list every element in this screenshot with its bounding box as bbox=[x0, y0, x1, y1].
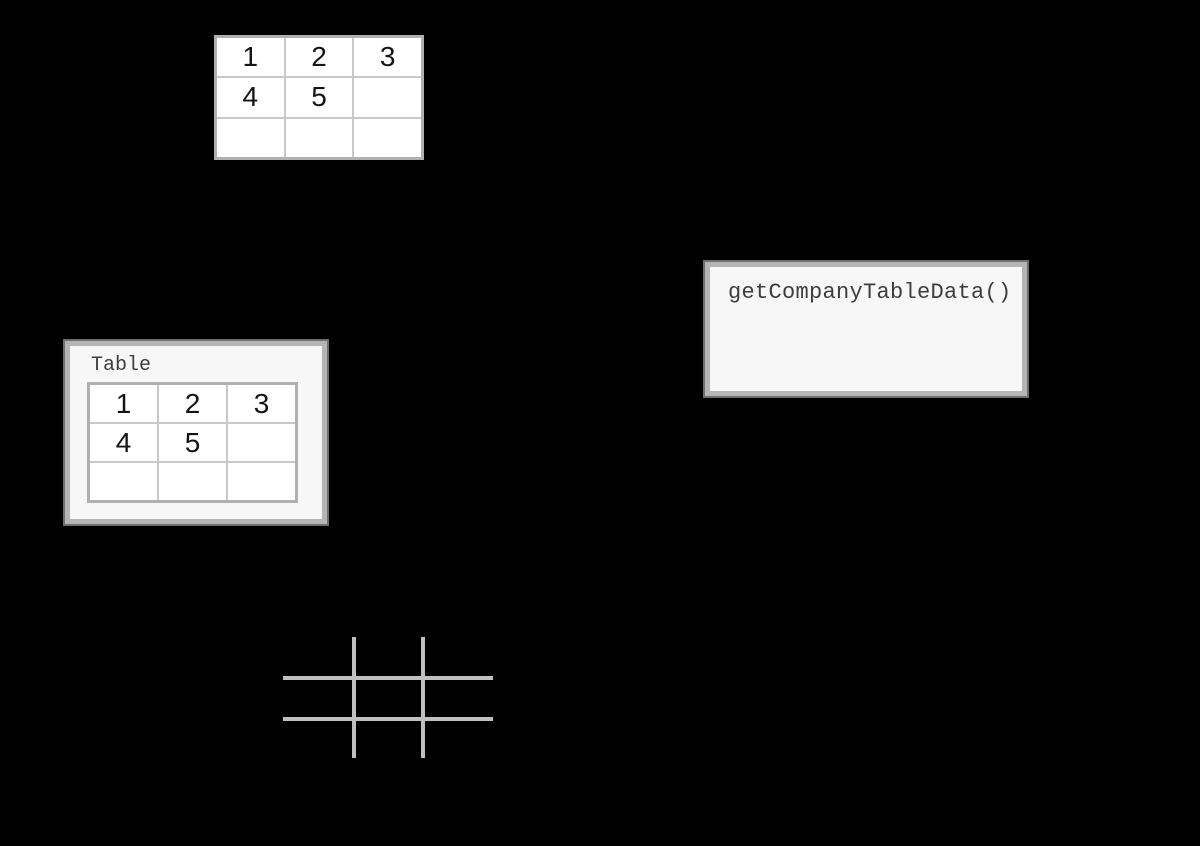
table-cell bbox=[90, 463, 157, 500]
table-cell: 4 bbox=[90, 424, 157, 461]
table-cell: 2 bbox=[285, 38, 353, 77]
table-cell bbox=[285, 118, 353, 157]
table-panel: Table 1 2 3 4 5 bbox=[65, 341, 327, 524]
table-cell: 5 bbox=[159, 424, 226, 461]
table-cell bbox=[228, 463, 295, 500]
grid-line-horizontal-top bbox=[283, 676, 493, 680]
grid-line-vertical-right bbox=[421, 637, 425, 758]
table-cell: 5 bbox=[285, 78, 353, 117]
table-cell: 1 bbox=[217, 38, 284, 77]
function-node: getCompanyTableData() bbox=[705, 262, 1027, 396]
grid-line-vertical-left bbox=[352, 637, 356, 758]
table-cell bbox=[354, 78, 421, 117]
table-cell bbox=[228, 424, 295, 461]
table-cell: 3 bbox=[354, 38, 421, 77]
table-cell: 1 bbox=[90, 385, 157, 422]
table-grid-icon bbox=[283, 637, 493, 758]
table-cell: 4 bbox=[217, 78, 284, 117]
table-cell: 3 bbox=[228, 385, 295, 422]
table-panel-grid: 1 2 3 4 5 bbox=[87, 382, 298, 503]
floating-table: 1 2 3 4 5 bbox=[214, 35, 424, 160]
function-label: getCompanyTableData() bbox=[728, 280, 1012, 305]
table-panel-title: Table bbox=[91, 354, 152, 377]
table-cell bbox=[217, 118, 284, 157]
table-cell: 2 bbox=[159, 385, 226, 422]
grid-line-horizontal-bottom bbox=[283, 717, 493, 721]
table-cell bbox=[354, 118, 421, 157]
table-cell bbox=[159, 463, 226, 500]
